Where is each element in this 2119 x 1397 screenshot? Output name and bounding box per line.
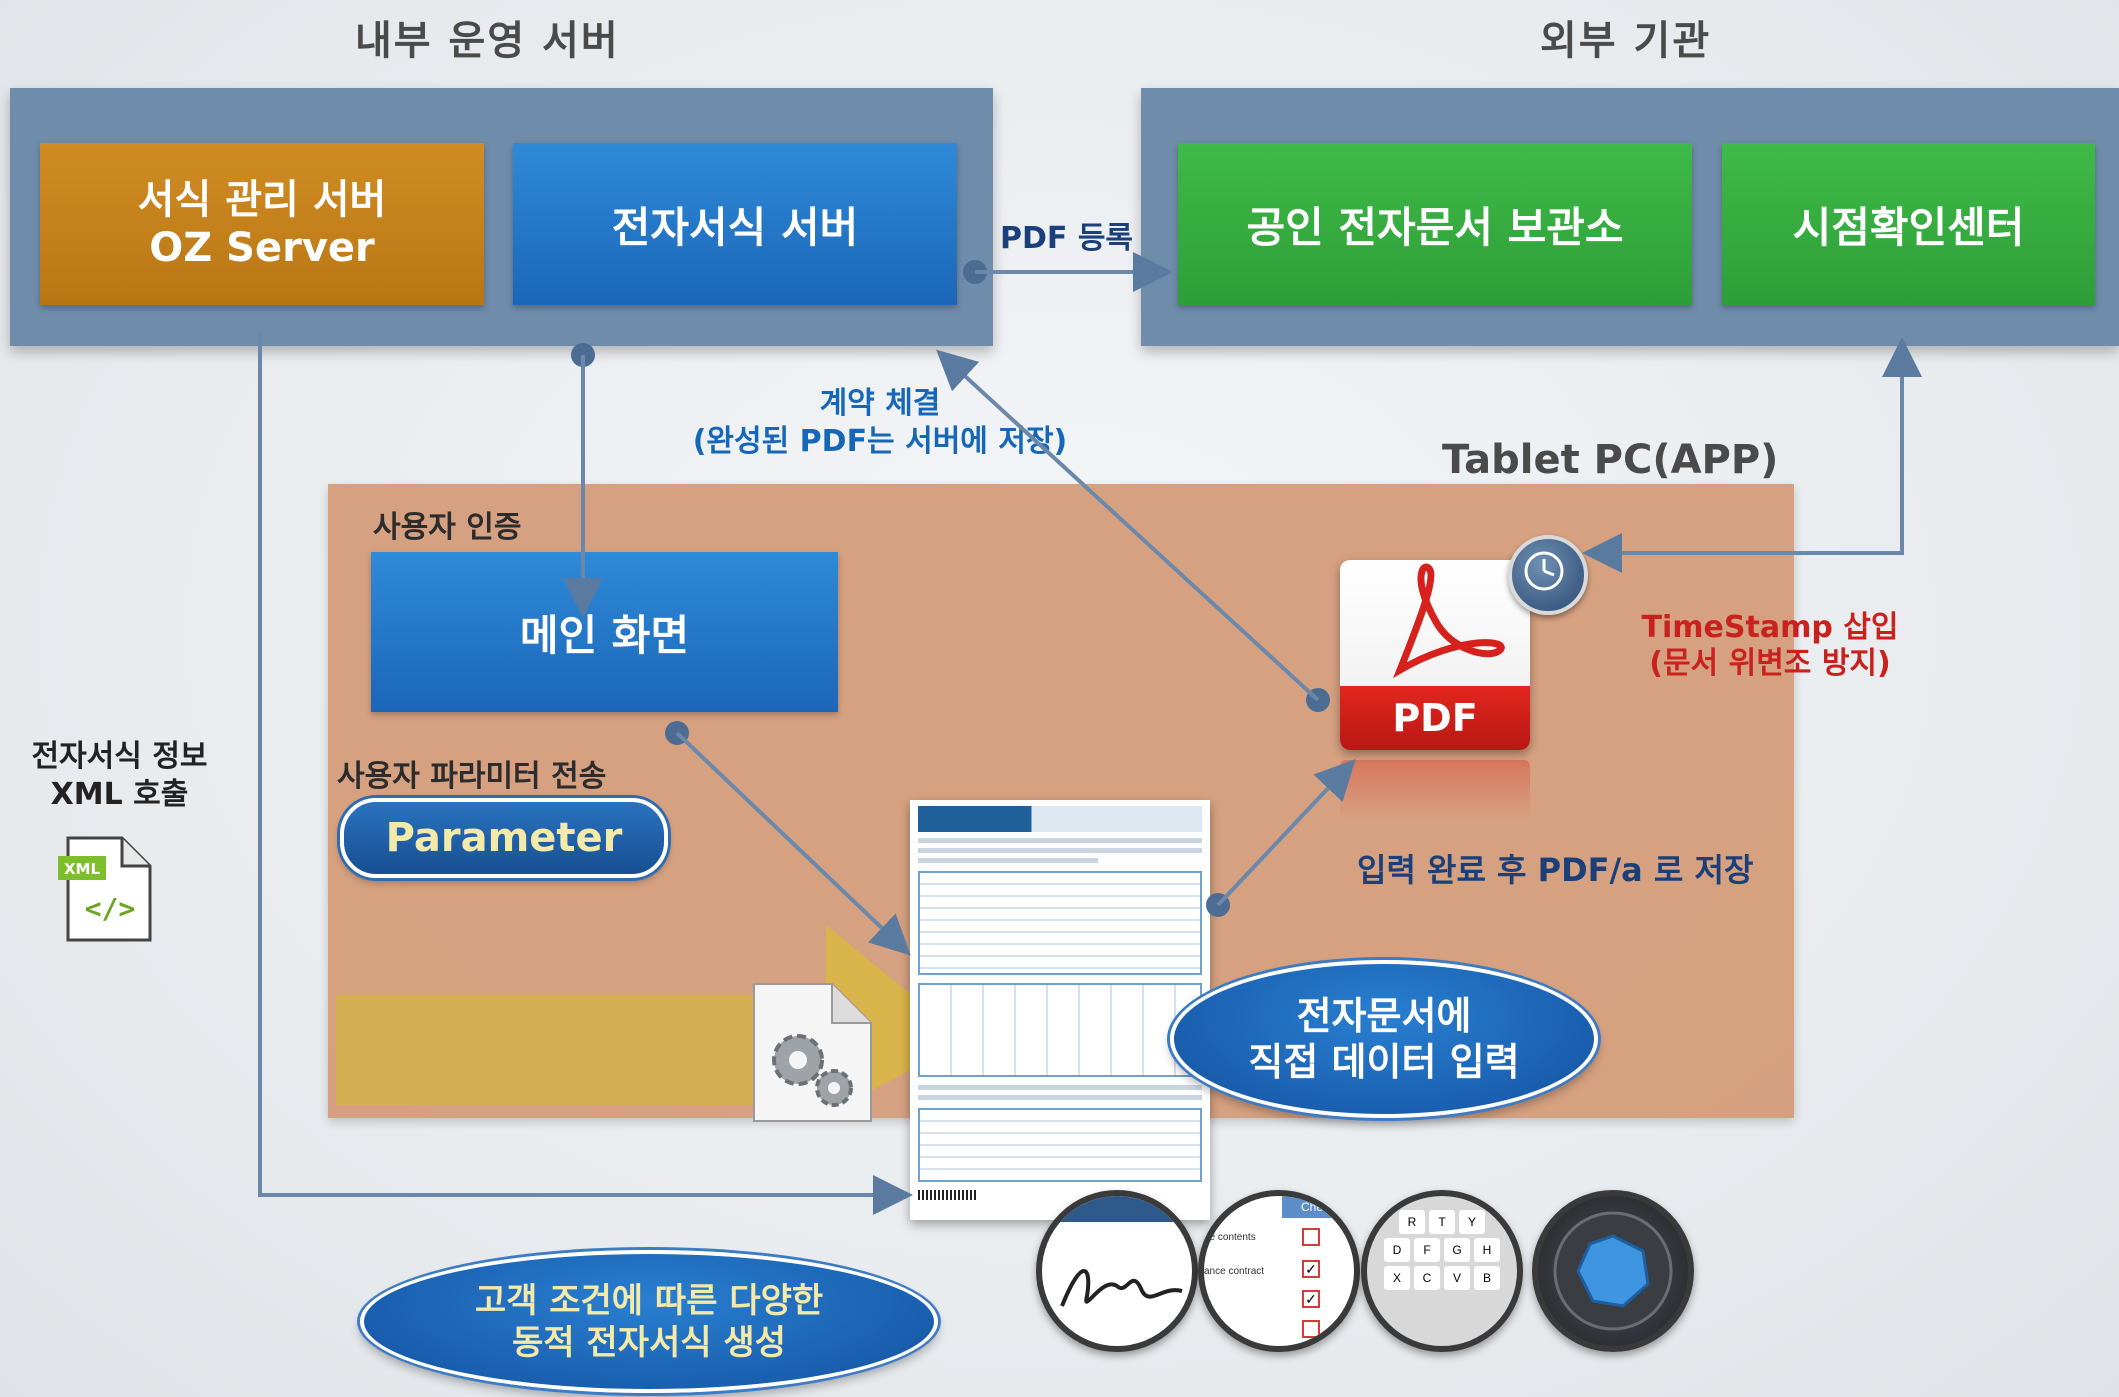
key: Y bbox=[1459, 1210, 1485, 1234]
gear-document-icon bbox=[750, 980, 875, 1125]
contract-arrow bbox=[936, 349, 1330, 712]
dynamic-form-line1: 고객 조건에 따른 다양한 bbox=[474, 1280, 824, 1321]
auth-connector bbox=[563, 343, 603, 618]
timestamp-insert-note: (문서 위변조 방지) bbox=[1649, 646, 1891, 681]
pdf-register-arrow bbox=[963, 252, 1173, 292]
xml-call-connector bbox=[258, 330, 913, 1215]
checkbox-empty-icon bbox=[1302, 1320, 1320, 1338]
camera-lens-icon bbox=[1553, 1211, 1673, 1331]
pdf-reflection bbox=[1340, 760, 1530, 820]
checkbox-checked-icon: ✓ bbox=[1302, 1290, 1320, 1308]
key: F bbox=[1414, 1238, 1440, 1262]
checklist-row2: ance contract bbox=[1204, 1266, 1265, 1277]
direct-input-line2: 직접 데이터 입력 bbox=[1248, 1040, 1520, 1084]
xml-call-text: XML 호출 bbox=[50, 777, 189, 812]
contract-label: 계약 체결 (완성된 PDF는 서버에 저장) bbox=[690, 385, 1070, 461]
parameter-label: Parameter bbox=[385, 815, 623, 861]
key: C bbox=[1414, 1266, 1440, 1290]
timestamp-center-box: 시점확인센터 bbox=[1722, 143, 2095, 305]
form-management-server-label: 서식 관리 서버 bbox=[137, 177, 387, 223]
param-arrow bbox=[665, 721, 911, 956]
key: T bbox=[1429, 1210, 1455, 1234]
save-pdfa-label: 입력 완료 후 PDF/a 로 저장 bbox=[1357, 851, 1754, 889]
clock-icon bbox=[1508, 535, 1588, 615]
timestamp-insert-label: TimeStamp 삽입 (문서 위변조 방지) bbox=[1640, 610, 1900, 682]
main-screen-box: 메인 화면 bbox=[371, 552, 838, 712]
timestamp-connector bbox=[1582, 337, 1922, 573]
eform-server-box: 전자서식 서버 bbox=[513, 143, 957, 305]
parameter-pill: Parameter bbox=[340, 798, 668, 878]
timestamp-center-label: 시점확인센터 bbox=[1792, 202, 2025, 252]
keyboard-icon: R T Y D F G H X C V B bbox=[1367, 1196, 1517, 1290]
checkbox-checked-icon: ✓ bbox=[1302, 1260, 1320, 1278]
xml-call-label: 전자서식 정보 XML 호출 bbox=[12, 738, 227, 814]
direct-input-bubble: 전자문서에 직접 데이터 입력 bbox=[1170, 960, 1598, 1118]
form-management-server-box: 서식 관리 서버 OZ Server bbox=[40, 143, 484, 305]
key: X bbox=[1384, 1266, 1410, 1290]
key: G bbox=[1444, 1238, 1470, 1262]
checkbox-empty-icon bbox=[1302, 1228, 1320, 1246]
key: D bbox=[1384, 1238, 1410, 1262]
external-org-title: 외부 기관 bbox=[1540, 18, 1712, 64]
pdf-document-icon: PDF bbox=[1340, 560, 1530, 750]
certified-archive-label: 공인 전자문서 보관소 bbox=[1246, 202, 1624, 252]
eform-info-text: 전자서식 정보 bbox=[31, 739, 208, 774]
dynamic-form-bubble: 고객 조건에 따른 다양한 동적 전자서식 생성 bbox=[360, 1250, 938, 1393]
tablet-title: Tablet PC(APP) bbox=[1442, 437, 1779, 483]
certified-archive-box: 공인 전자문서 보관소 bbox=[1178, 143, 1692, 305]
user-auth-label: 사용자 인증 bbox=[373, 510, 522, 545]
contract-note: (완성된 PDF는 서버에 저장) bbox=[692, 424, 1068, 459]
main-screen-label: 메인 화면 bbox=[519, 610, 690, 660]
dynamic-form-line2: 동적 전자서식 생성 bbox=[512, 1322, 786, 1363]
key: H bbox=[1474, 1238, 1500, 1262]
xml-icon-code: </> bbox=[85, 892, 136, 925]
checklist-row1: he contents bbox=[1204, 1232, 1256, 1243]
key: V bbox=[1444, 1266, 1470, 1290]
save-arrow bbox=[1206, 759, 1356, 917]
key: R bbox=[1399, 1210, 1425, 1234]
user-param-label: 사용자 파라미터 전송 bbox=[337, 759, 607, 794]
key: B bbox=[1474, 1266, 1500, 1290]
internal-server-title: 내부 운영 서버 bbox=[355, 18, 620, 64]
eform-server-label: 전자서식 서버 bbox=[611, 202, 859, 252]
oz-server-label: OZ Server bbox=[149, 225, 375, 271]
checklist-circle: Check he contents ance contract ✓ ✓ bbox=[1198, 1190, 1360, 1352]
camera-circle bbox=[1532, 1190, 1694, 1352]
direct-input-line1: 전자문서에 bbox=[1296, 994, 1472, 1038]
contract-title: 계약 체결 bbox=[819, 386, 941, 421]
xml-file-icon: XML </> bbox=[56, 834, 154, 944]
timestamp-insert-title: TimeStamp 삽입 bbox=[1641, 610, 1899, 645]
checklist-header: Check bbox=[1282, 1196, 1354, 1218]
xml-icon-text: XML bbox=[64, 860, 100, 878]
electronic-form-document bbox=[910, 800, 1210, 1220]
pdf-register-label: PDF 등록 bbox=[1000, 221, 1134, 256]
keyboard-circle: R T Y D F G H X C V B bbox=[1361, 1190, 1523, 1352]
pdf-icon-label: PDF bbox=[1340, 686, 1530, 750]
